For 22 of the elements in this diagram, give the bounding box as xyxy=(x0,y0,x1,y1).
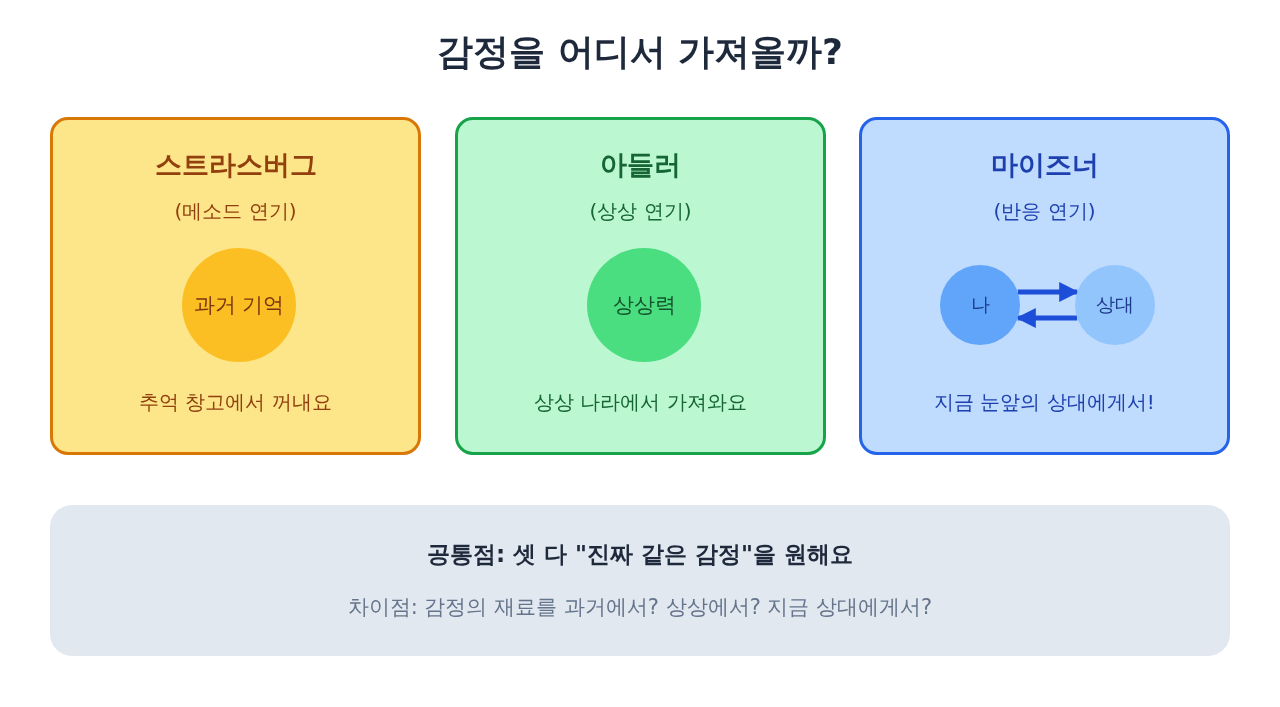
circle-label: 나 xyxy=(970,292,990,317)
circle-label: 과거 기억 xyxy=(193,292,285,319)
card-description: 상상 나라에서 가져와요 xyxy=(533,389,748,416)
card-description: 지금 눈앞의 상대에게서! xyxy=(933,389,1156,416)
summary-heading: 공통점: 셋 다 "진짜 같은 감정"을 원해요 xyxy=(425,540,855,569)
card-description: 추억 창고에서 꺼내요 xyxy=(138,389,333,416)
card-title: 스트라스버그 xyxy=(153,148,318,182)
card-subtitle: (반응 연기) xyxy=(992,198,1097,225)
summary-panel xyxy=(50,505,1230,656)
card-title: 마이즈너 xyxy=(989,148,1100,182)
card-subtitle: (메소드 연기) xyxy=(173,198,298,225)
diagram-title: 감정을 어디서 가져올까? xyxy=(436,30,844,74)
card-subtitle: (상상 연기) xyxy=(588,198,693,225)
arrow xyxy=(1015,308,1078,328)
arrow xyxy=(1017,282,1080,302)
circle-label: 상상력 xyxy=(612,292,676,319)
category-card xyxy=(859,117,1230,455)
circle-label: 상대 xyxy=(1096,292,1134,317)
summary-text: 차이점: 감정의 재료를 과거에서? 상상에서? 지금 상대에게서? xyxy=(346,594,934,621)
card-title: 아들러 xyxy=(599,148,682,182)
category-card xyxy=(455,117,826,455)
category-card xyxy=(50,117,421,455)
